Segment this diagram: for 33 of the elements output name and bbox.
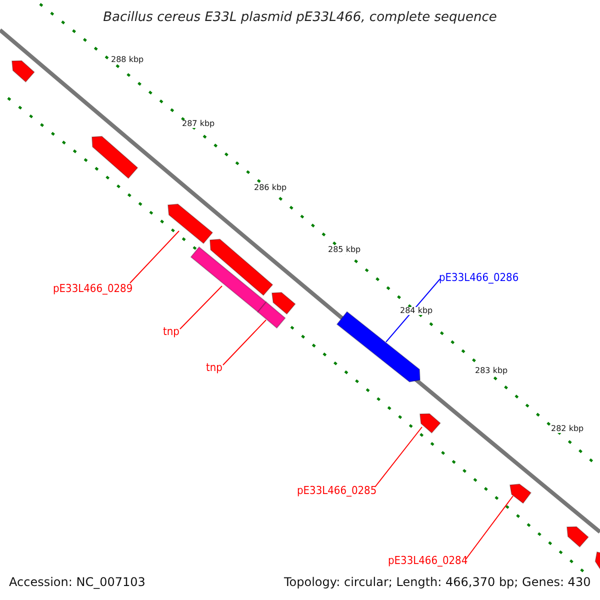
gene-feature-block (209, 238, 274, 296)
leader-line (180, 286, 222, 330)
gene-feature-block (167, 204, 214, 244)
leader-line (386, 278, 440, 342)
tick-label: 282 kbp (551, 425, 584, 433)
gene-feature-block (271, 292, 296, 315)
gene-feature-block (509, 484, 532, 504)
tick-label: 285 kbp (328, 246, 361, 254)
leader-line (466, 496, 514, 560)
gene-feature-block (419, 413, 441, 434)
gene-feature-block (594, 551, 600, 570)
gene-label: pE33L466_0284 (388, 555, 468, 566)
leader-line (130, 230, 180, 284)
gene-label: tnp (163, 326, 180, 337)
tick-label: 287 kbp (182, 120, 215, 128)
leader-line (222, 320, 266, 366)
tick-label: 284 kbp (400, 307, 433, 315)
tick-label: 288 kbp (111, 56, 144, 64)
sequence-info-text: Topology: circular; Length: 466,370 bp; Genes: 430 (284, 576, 591, 588)
accession-text: Accession: NC_007103 (9, 576, 146, 588)
map-title: Bacillus cereus E33L plasmid pE33L466, complete sequence (102, 11, 498, 24)
gene-feature-block (11, 60, 35, 83)
tick-label: 286 kbp (254, 184, 287, 192)
gene-label: tnp (206, 362, 222, 373)
leader-line (374, 426, 422, 488)
gene-feature-block (190, 246, 267, 313)
gene-label: pE33L466_0289 (53, 283, 133, 294)
gene-label: pE33L466_0286 (439, 272, 519, 283)
gene-feature-block (257, 301, 286, 329)
gene-label: pE33L466_0285 (297, 485, 377, 496)
gene-feature-block (566, 526, 589, 548)
gene-feature-block (91, 136, 138, 179)
tick-label: 283 kbp (475, 367, 508, 375)
